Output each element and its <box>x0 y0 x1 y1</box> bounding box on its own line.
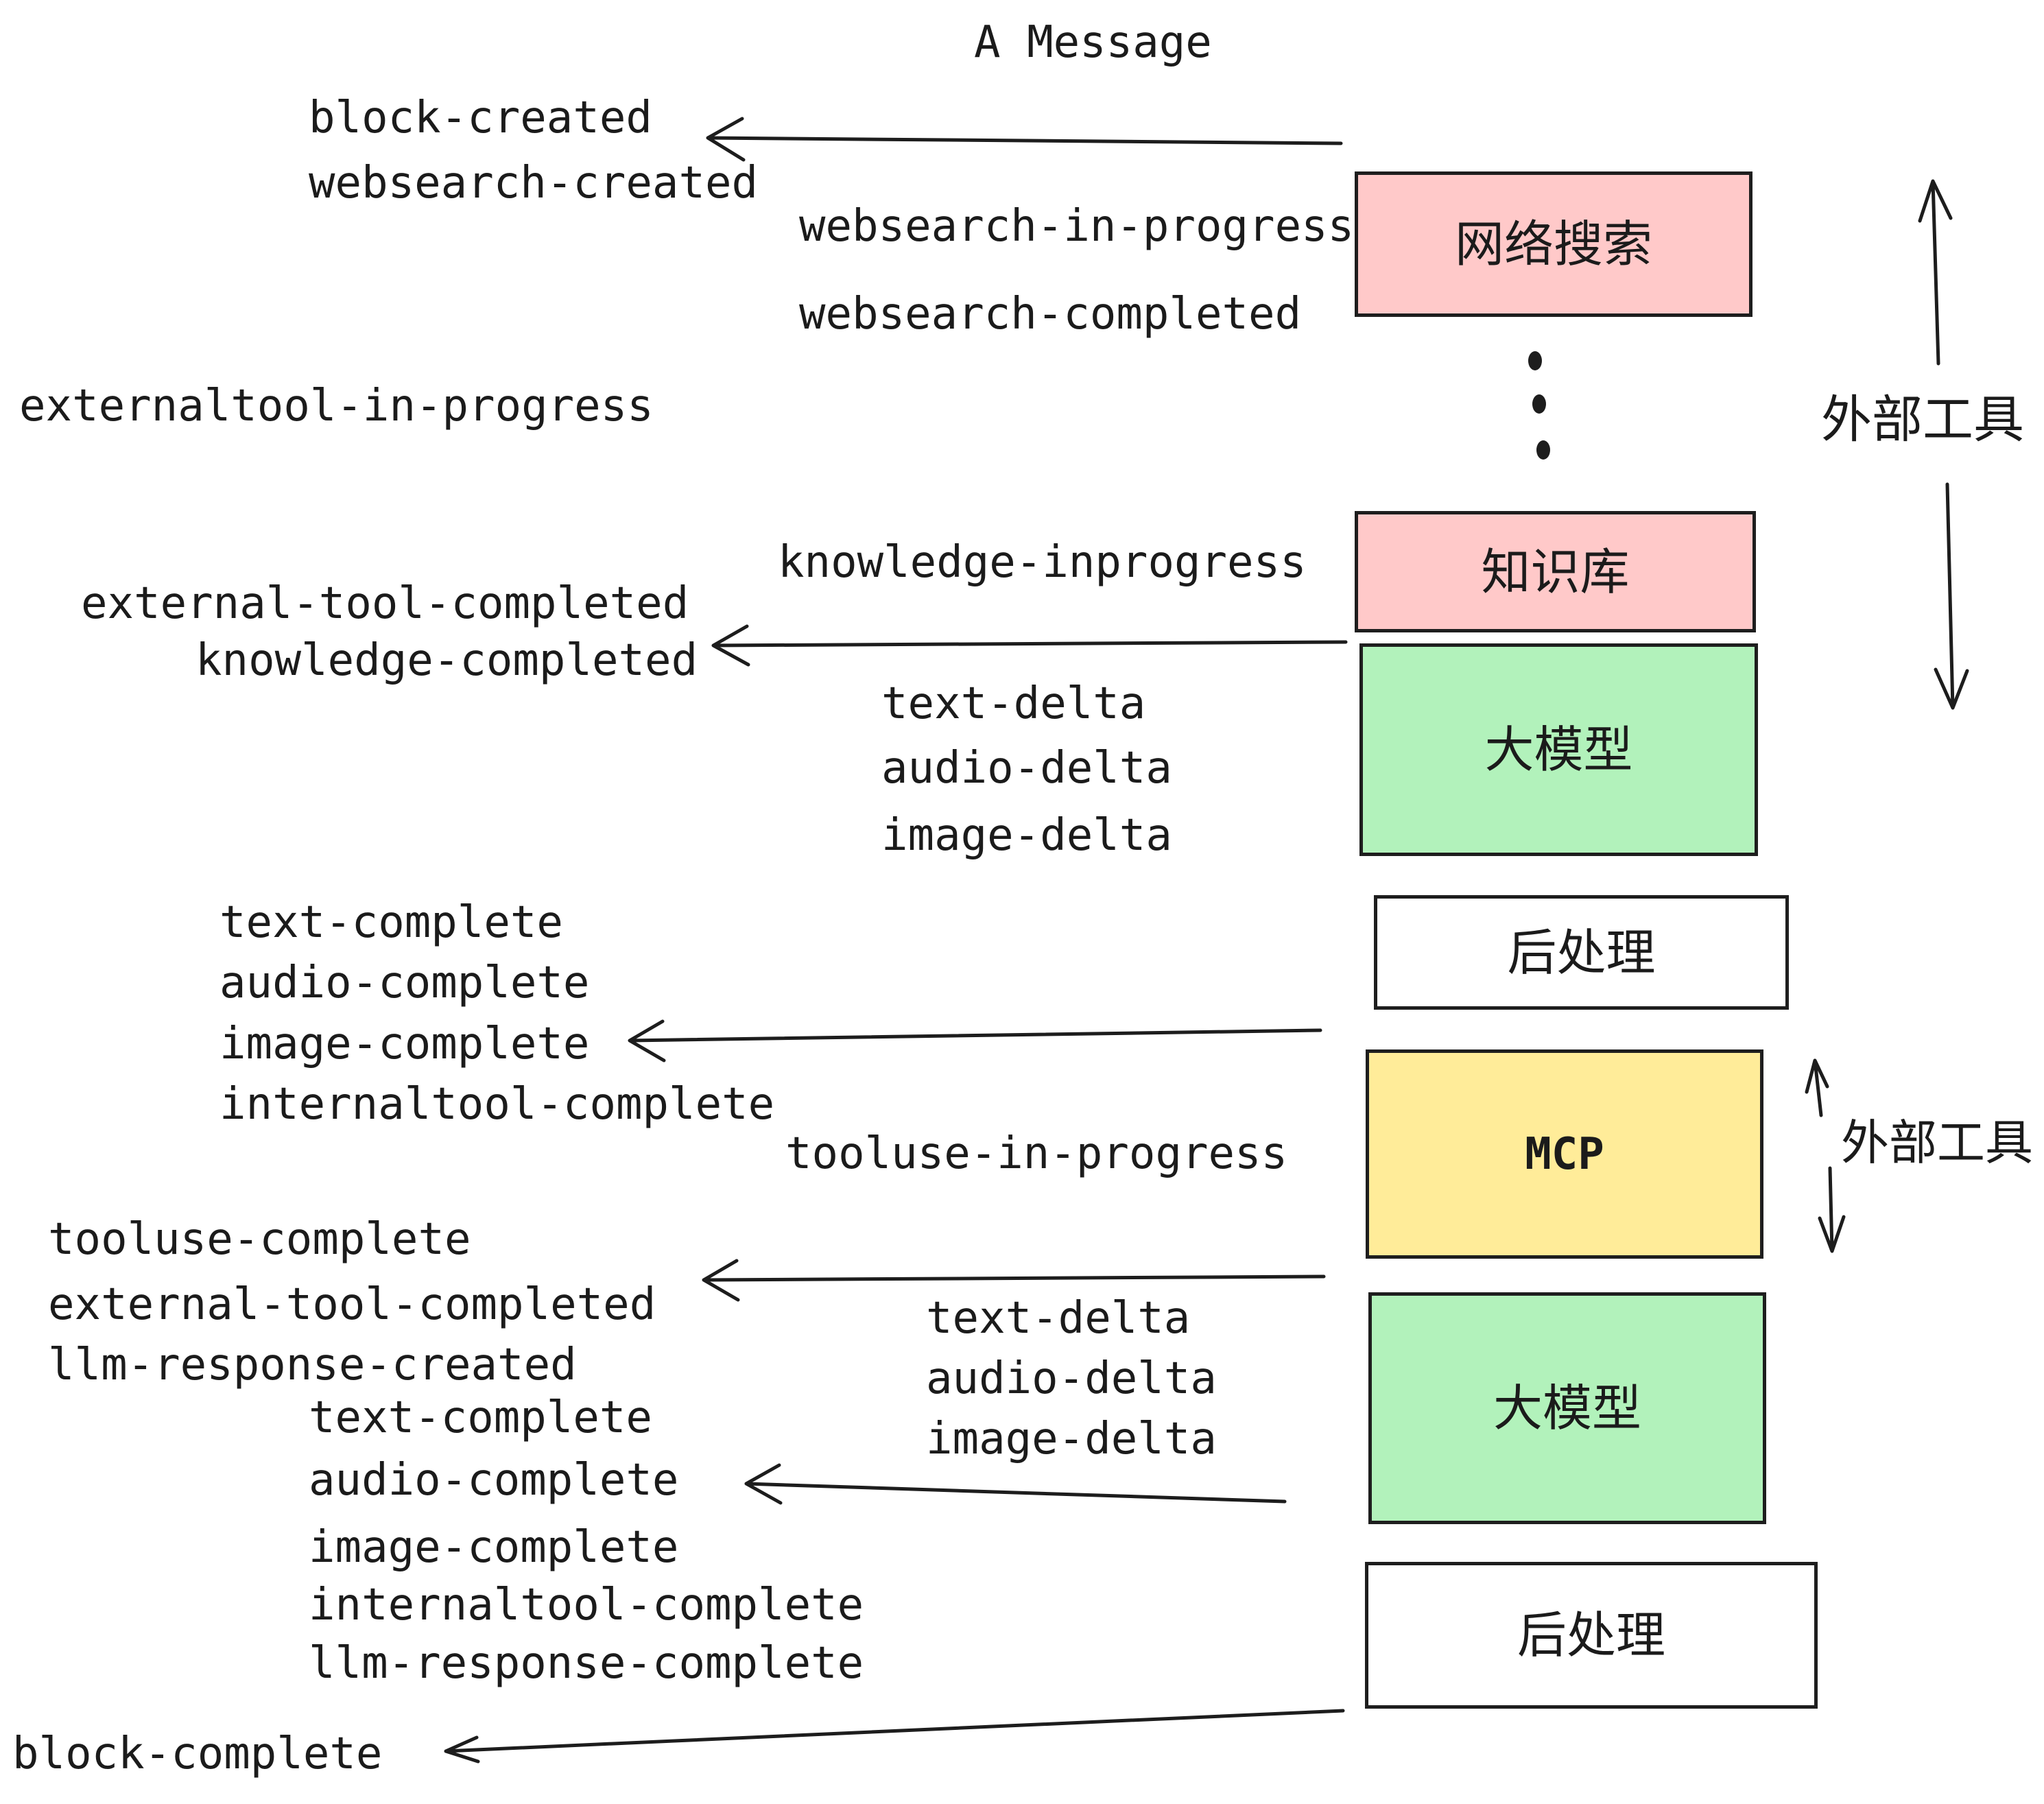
event-block-complete: block-complete <box>12 1729 383 1779</box>
arrow-post2-to-block-complete <box>444 1709 1345 1764</box>
event-audio-delta-2: audio-delta <box>926 1353 1217 1404</box>
external-tools-label-1: 外部工具 <box>1821 390 2024 449</box>
event-text-delta-2: text-delta <box>926 1293 1191 1344</box>
box-postprocess-2: 后处理 <box>1365 1562 1818 1709</box>
arrow-external-tools-1-down <box>1934 482 1969 710</box>
ellipsis-dot <box>1532 394 1546 414</box>
box-llm-1-label: 大模型 <box>1484 721 1633 779</box>
event-text-complete-2: text-complete <box>309 1392 652 1443</box>
event-external-tool-completed-2: external-tool-completed <box>48 1279 656 1330</box>
box-postprocess-1-label: 后处理 <box>1507 923 1656 982</box>
event-tooluse-in-progress: tooluse-in-progress <box>785 1128 1288 1179</box>
event-audio-delta-1: audio-delta <box>881 743 1172 794</box>
arrow-external-tools-2-down <box>1818 1166 1846 1253</box>
arrow-websearch-to-block-created <box>706 117 1343 162</box>
event-websearch-completed: websearch-completed <box>799 289 1302 340</box>
event-image-delta-2: image-delta <box>926 1414 1217 1464</box>
arrow-external-tools-2-up <box>1805 1058 1829 1117</box>
diagram-title: A Message <box>974 17 1212 68</box>
box-llm-1: 大模型 <box>1359 643 1758 856</box>
box-websearch-label: 网络搜索 <box>1454 215 1652 273</box>
event-image-complete-2: image-complete <box>309 1522 679 1573</box>
event-image-complete-1: image-complete <box>219 1019 590 1069</box>
event-externaltool-in-progress: externaltool-in-progress <box>19 381 654 431</box>
event-internaltool-complete-1: internaltool-complete <box>219 1079 775 1130</box>
box-mcp: MCP <box>1366 1049 1763 1259</box>
event-audio-complete-2: audio-complete <box>309 1455 679 1506</box>
box-knowledge: 知识库 <box>1355 511 1756 632</box>
event-knowledge-inprogress: knowledge-inprogress <box>778 537 1307 588</box>
box-postprocess-1: 后处理 <box>1374 895 1789 1010</box>
box-llm-2-label: 大模型 <box>1493 1379 1641 1437</box>
arrow-knowledge-to-knowledge-completed <box>711 624 1348 667</box>
event-websearch-in-progress: websearch-in-progress <box>799 201 1355 252</box>
ellipsis-dot <box>1528 351 1542 370</box>
external-tools-label-2: 外部工具 <box>1841 1115 2033 1171</box>
event-text-delta-1: text-delta <box>881 678 1146 729</box>
event-llm-response-created: llm-response-created <box>48 1340 577 1390</box>
arrow-external-tools-1-up <box>1918 179 1953 366</box>
box-websearch: 网络搜索 <box>1355 171 1752 317</box>
event-knowledge-completed: knowledge-completed <box>195 635 698 686</box>
event-block-created: block-created <box>309 93 652 143</box>
box-postprocess-2-label: 后处理 <box>1517 1606 1665 1664</box>
arrow-llm2-to-audio-complete <box>744 1463 1287 1505</box>
event-internaltool-complete-2: internaltool-complete <box>309 1580 864 1630</box>
event-websearch-created: websearch-created <box>309 158 759 209</box>
box-llm-2: 大模型 <box>1368 1292 1766 1524</box>
event-tooluse-complete: tooluse-complete <box>48 1214 471 1265</box>
arrow-mcp-to-tooluse-complete <box>702 1259 1326 1302</box>
event-image-delta-1: image-delta <box>881 810 1172 861</box>
ellipsis-dot <box>1536 440 1550 460</box>
event-audio-complete-1: audio-complete <box>219 958 590 1008</box>
event-llm-response-complete: llm-response-complete <box>309 1638 864 1689</box>
arrow-post1-to-image-complete <box>628 1019 1322 1063</box>
event-text-complete-1: text-complete <box>219 897 563 948</box>
box-mcp-label: MCP <box>1525 1128 1604 1180</box>
event-external-tool-completed-1: external-tool-completed <box>81 578 689 629</box>
box-knowledge-label: 知识库 <box>1481 543 1630 601</box>
